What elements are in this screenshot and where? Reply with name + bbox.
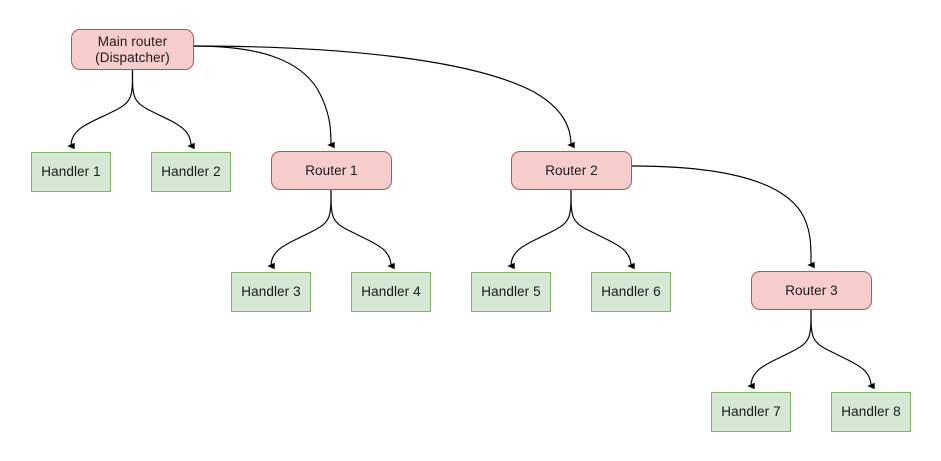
node-label: Main router (Dispatcher)	[95, 33, 170, 65]
edge-router-2-to-handler-6	[570, 189, 635, 270]
node-label: Handler 7	[721, 404, 781, 419]
node-label: Handler 4	[361, 284, 421, 299]
node-main-router[interactable]: Main router (Dispatcher)	[71, 29, 194, 70]
edge-main-to-router-1	[193, 45, 335, 149]
edge-router-3-to-handler-8	[810, 309, 875, 390]
node-label: Handler 8	[841, 404, 901, 419]
node-label: Handler 1	[41, 164, 101, 179]
node-router-3[interactable]: Router 3	[751, 271, 872, 310]
edge-router-1-to-handler-3	[267, 189, 332, 270]
node-label: Handler 2	[161, 164, 221, 179]
edge-router-1-to-handler-4	[330, 189, 395, 270]
node-handler-1[interactable]: Handler 1	[31, 152, 111, 192]
node-router-2[interactable]: Router 2	[511, 151, 632, 190]
edge-main-to-handler-2	[131, 69, 195, 150]
edge-main-to-router-2	[193, 45, 575, 149]
edge-router-3-to-handler-7	[747, 309, 812, 390]
node-label: Handler 5	[481, 284, 541, 299]
node-label: Router 3	[785, 282, 838, 298]
edge-main-to-handler-1	[67, 69, 134, 150]
edge-router-2-to-router-3	[631, 165, 815, 269]
node-label: Router 1	[305, 162, 358, 178]
node-handler-4[interactable]: Handler 4	[351, 272, 431, 312]
node-handler-8[interactable]: Handler 8	[831, 392, 911, 432]
node-handler-6[interactable]: Handler 6	[591, 272, 671, 312]
node-handler-2[interactable]: Handler 2	[151, 152, 231, 192]
node-handler-7[interactable]: Handler 7	[711, 392, 791, 432]
node-handler-3[interactable]: Handler 3	[231, 272, 311, 312]
edge-router-2-to-handler-5	[507, 189, 572, 270]
node-router-1[interactable]: Router 1	[271, 151, 392, 190]
node-label: Handler 6	[601, 284, 661, 299]
node-label: Router 2	[545, 162, 598, 178]
node-handler-5[interactable]: Handler 5	[471, 272, 551, 312]
edges-group	[67, 45, 875, 390]
node-label: Handler 3	[241, 284, 301, 299]
